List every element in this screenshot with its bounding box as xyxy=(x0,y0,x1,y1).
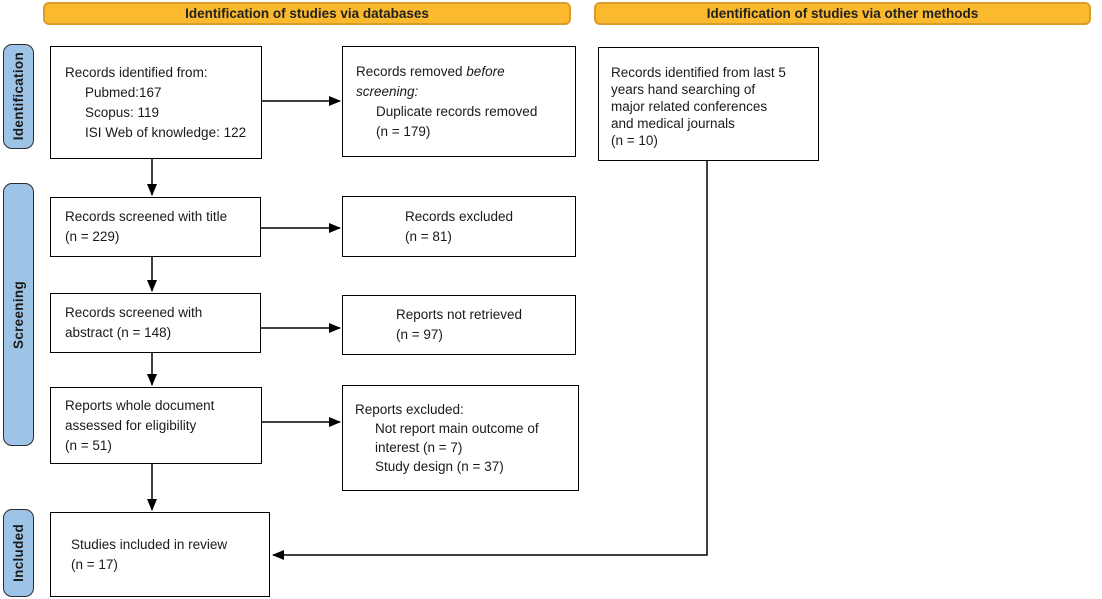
stage-label-identification-text: Identification xyxy=(11,52,26,141)
box-reports-assessed-eligibility: Reports whole document assessed for elig… xyxy=(50,387,262,464)
box-reports-excluded-item2: Study design (n = 37) xyxy=(375,459,504,474)
box-records-identified-item-scopus: Scopus: 119 xyxy=(85,104,160,120)
stage-label-screening: Screening xyxy=(3,183,34,446)
box-records-identified: Records identified from: Pubmed:167 Scop… xyxy=(50,46,262,159)
box-records-screened-title: Records screened with title (n = 229) xyxy=(50,197,261,257)
box-assessed-line1: Reports whole document xyxy=(65,397,215,413)
box-records-other-line5: (n = 10) xyxy=(611,132,658,148)
box-reports-excluded-item1: Not report main outcome of xyxy=(375,421,539,436)
box-screened-title-line1: Records screened with title xyxy=(65,209,228,224)
records-removed-normal-text: Records removed xyxy=(356,63,467,79)
box-included-line1: Studies included in review xyxy=(71,536,228,552)
stage-label-included-text: Included xyxy=(11,524,26,582)
box-records-other-line4: and medical journals xyxy=(611,115,735,131)
box-records-screened-abstract: Records screened with abstract (n = 148) xyxy=(50,293,261,353)
banner-identification-via-other-methods: Identification of studies via other meth… xyxy=(594,2,1091,25)
banner-other-methods-label: Identification of studies via other meth… xyxy=(706,6,979,21)
box-screened-abstract-line1: Records screened with xyxy=(65,305,203,320)
box-records-other-line2: years hand searching of xyxy=(611,81,756,97)
box-reports-excluded-line1: Reports excluded: xyxy=(355,402,464,417)
box-records-other-line1: Records identified from last 5 xyxy=(611,64,786,80)
box-included-line2: (n = 17) xyxy=(71,556,118,572)
stage-label-included: Included xyxy=(3,509,34,597)
stage-label-identification: Identification xyxy=(3,44,34,149)
box-records-other-methods: Records identified from last 5 years han… xyxy=(598,47,819,161)
box-records-excluded-line2: (n = 81) xyxy=(404,228,452,244)
banner-identification-via-databases: Identification of studies via databases xyxy=(43,2,571,25)
banner-databases-label: Identification of studies via databases xyxy=(185,6,429,21)
box-records-removed-item-count: (n = 179) xyxy=(376,123,431,139)
box-not-retrieved-textblock: Reports not retrieved (n = 97) xyxy=(396,305,522,345)
box-records-excluded-line1: Records excluded xyxy=(404,208,514,224)
records-removed-italic-before: before xyxy=(466,63,505,79)
box-records-removed-line1: Records removed before xyxy=(356,62,575,82)
box-reports-excluded: Reports excluded: Not report main outcom… xyxy=(342,385,579,491)
box-records-identified-item-pubmed: Pubmed:167 xyxy=(85,84,162,100)
box-records-identified-line1: Records identified from: xyxy=(65,64,208,80)
box-reports-not-retrieved: Reports not retrieved (n = 97) xyxy=(342,295,576,355)
box-records-removed-line2: screening: xyxy=(356,82,575,102)
box-records-excluded: Records excluded (n = 81) xyxy=(342,196,576,257)
box-not-retrieved-line2: (n = 97) xyxy=(395,327,443,342)
box-records-removed-item-duplicate: Duplicate records removed xyxy=(376,103,538,119)
box-not-retrieved-line1: Reports not retrieved xyxy=(395,307,523,322)
box-records-excluded-textblock: Records excluded (n = 81) xyxy=(405,207,513,247)
box-records-removed: Records removed before screening: Duplic… xyxy=(342,46,576,157)
box-studies-included: Studies included in review (n = 17) xyxy=(50,512,270,597)
box-assessed-line2: assessed for eligibility xyxy=(65,417,197,433)
box-records-other-line3: major related conferences xyxy=(611,98,768,114)
records-removed-italic-screening: screening: xyxy=(356,83,419,99)
stage-label-screening-text: Screening xyxy=(11,280,26,349)
box-screened-abstract-line2: abstract (n = 148) xyxy=(65,325,172,340)
box-records-identified-item-isi: ISI Web of knowledge: 122 xyxy=(85,124,247,140)
box-screened-title-line2: (n = 229) xyxy=(65,229,120,244)
box-assessed-line3: (n = 51) xyxy=(65,437,112,453)
box-reports-excluded-item1-wrap: interest (n = 7) xyxy=(375,440,463,455)
